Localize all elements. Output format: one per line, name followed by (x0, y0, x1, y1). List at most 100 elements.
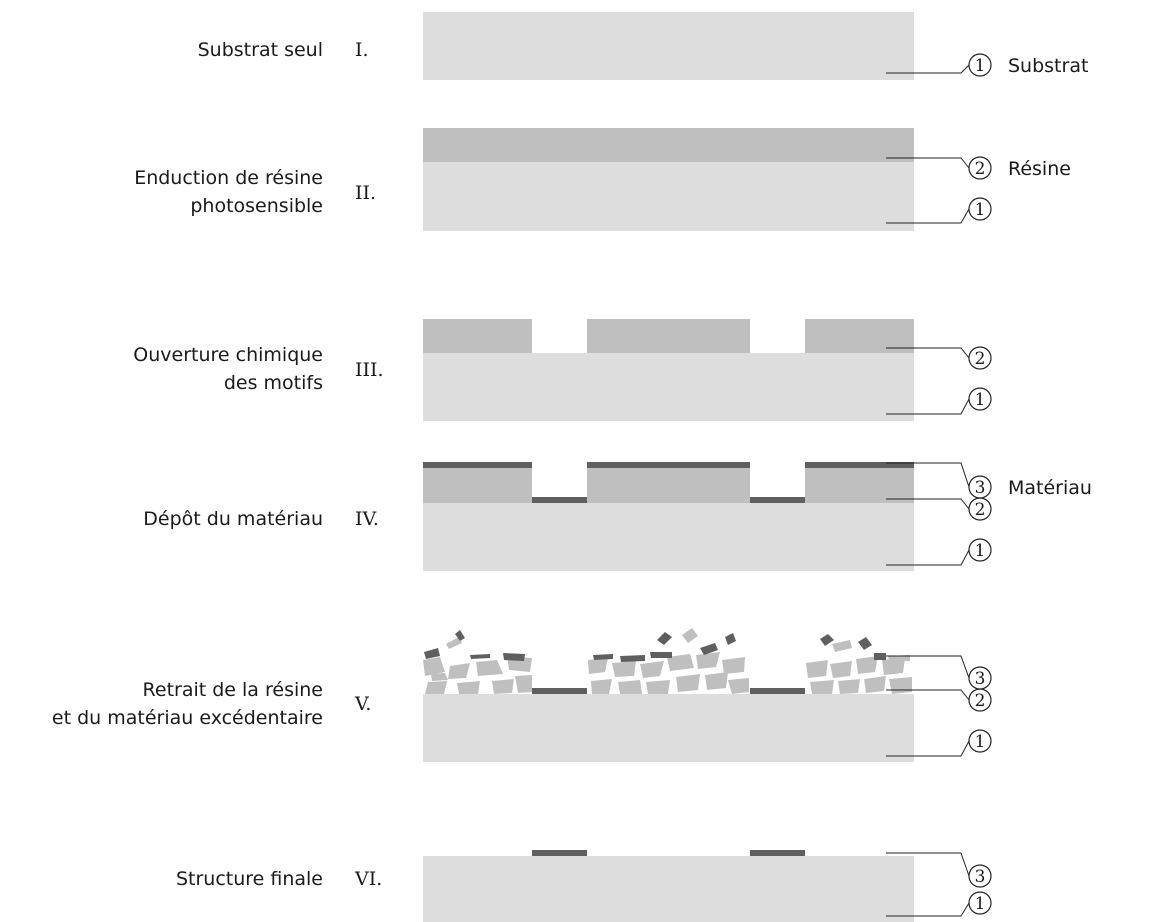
step-number: III. (355, 359, 384, 381)
step-labels: Substrat seul I. Enduction de résine photos… (52, 39, 384, 890)
leader-line (886, 398, 970, 415)
step-number: I. (355, 39, 369, 61)
callout-circle (968, 197, 992, 221)
leader-line (886, 740, 970, 757)
material-film-bottom (532, 497, 587, 503)
callout-number: 2 (975, 691, 986, 711)
resist-debris (696, 652, 720, 669)
substrate-layer (423, 856, 914, 922)
material-debris (657, 632, 672, 645)
callout-circle (968, 538, 992, 562)
material-debris (874, 653, 886, 660)
resist-debris (682, 628, 698, 643)
resist-debris (476, 660, 503, 676)
callout-number: 2 (975, 349, 986, 369)
leader-line (886, 852, 970, 877)
resist-debris (448, 663, 470, 679)
substrate-layer (423, 694, 914, 762)
substrate-layer (423, 12, 914, 80)
leader-line (886, 498, 970, 510)
leader-line (886, 462, 970, 488)
substrate-layer (423, 353, 914, 421)
step-description: Dépôt du matériau (143, 508, 323, 530)
substrate-layer (423, 162, 914, 231)
callout-circle (968, 387, 992, 411)
callout-circle (968, 346, 992, 370)
step-description: Substrat seul (198, 39, 323, 61)
resist-block (805, 468, 914, 503)
leader-line (886, 157, 970, 169)
resist-debris (889, 677, 912, 694)
step-number: V. (354, 693, 371, 715)
callout-number: 1 (975, 541, 986, 561)
resist-debris (457, 681, 480, 694)
resist-block (423, 468, 532, 503)
callout-circle (968, 156, 992, 180)
step-description: Enduction de résine (134, 167, 323, 189)
callout-number: 1 (975, 894, 986, 914)
callout-circle (968, 497, 992, 521)
resist-debris (492, 679, 514, 694)
resist-debris (806, 660, 828, 678)
material-debris (858, 637, 872, 650)
leader-line (886, 655, 970, 679)
resist-debris (618, 680, 642, 694)
step-number: IV. (355, 508, 379, 530)
resist-debris (423, 657, 445, 676)
leader-line (886, 549, 970, 566)
step-description: et du matériau excédentaire (52, 707, 323, 729)
leader-line (886, 208, 970, 224)
material-debris (700, 643, 718, 655)
resist-debris (722, 657, 745, 674)
callout-number: 1 (975, 732, 986, 752)
leader-line (886, 902, 970, 917)
callout-number: 1 (975, 200, 986, 220)
material-debris (424, 648, 440, 659)
resist-debris (864, 676, 886, 693)
material-debris (620, 655, 645, 662)
callout-circle (968, 864, 992, 888)
callout-number: 2 (975, 159, 986, 179)
resist-debris (612, 661, 636, 677)
step-description: photosensible (190, 195, 323, 217)
callout-circle (968, 53, 992, 77)
material-film-top (587, 462, 750, 468)
material-film-bottom (750, 688, 805, 694)
material-pattern (750, 850, 805, 856)
step-description: Ouverture chimique (133, 344, 323, 366)
resist-debris (882, 658, 905, 675)
leader-line (886, 64, 970, 74)
material-film-top (423, 462, 532, 468)
layer-name-label: Matériau (1008, 477, 1092, 499)
material-debris (593, 654, 613, 660)
resist-debris (591, 679, 612, 694)
resist-debris (646, 680, 670, 694)
material-debris (725, 633, 736, 645)
callout-number: 2 (975, 500, 986, 520)
resist-debris (640, 661, 664, 678)
step-description: des motifs (224, 372, 323, 394)
resist-debris (446, 637, 462, 649)
callout-circle (968, 729, 992, 753)
resist-debris (810, 680, 834, 694)
resist-debris (515, 675, 532, 693)
material-debris (820, 634, 834, 646)
callout-number: 3 (975, 867, 986, 887)
material-debris (503, 653, 525, 661)
material-debris (650, 652, 672, 658)
callout-number: 3 (975, 669, 986, 689)
resist-debris (425, 681, 447, 694)
material-pattern (532, 850, 587, 856)
step-description: Retrait de la résine (143, 679, 323, 701)
substrate-layer (423, 503, 914, 571)
resist-block (587, 319, 750, 353)
layer-name-label: Résine (1008, 158, 1071, 180)
resist-block (805, 319, 914, 353)
callout-number: 1 (975, 56, 986, 76)
resist-debris (676, 674, 700, 692)
resist-layer (423, 128, 914, 162)
callout-number: 3 (975, 478, 986, 498)
resist-block (423, 319, 532, 353)
